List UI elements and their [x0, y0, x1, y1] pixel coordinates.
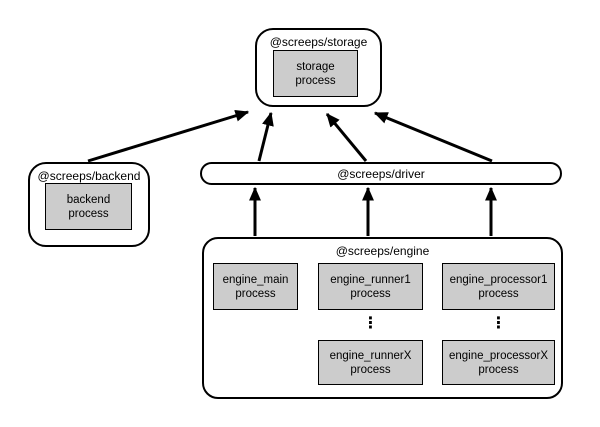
engine-runnerX-process-label: engine_runnerX process	[329, 349, 412, 376]
engine-runner1-process-box: engine_runner1 process	[318, 263, 423, 310]
runner-ellipsis: ⋮	[362, 315, 379, 332]
engine-processorX-process-box: engine_processorX process	[442, 340, 555, 385]
engine-runnerX-process-box: engine_runnerX process	[318, 340, 423, 385]
arrow-backend-to-storage	[87, 109, 250, 163]
backend-process-box: backend process	[45, 183, 132, 230]
storage-process-box: storage process	[273, 50, 358, 97]
storage-node: @screeps/storage storage process	[255, 28, 382, 107]
arrow-driver-to-storage-mid	[325, 113, 368, 162]
processor-ellipsis: ⋮	[490, 315, 507, 332]
engine-node: @screeps/engine engine_main process engi…	[202, 237, 563, 399]
engine-processor1-process-box: engine_processor1 process	[442, 263, 555, 310]
driver-title-wrap: @screeps/driver	[202, 164, 560, 183]
driver-title: @screeps/driver	[337, 166, 425, 181]
engine-processor1-process-label: engine_processor1 process	[449, 273, 548, 300]
engine-main-process-box: engine_main process	[213, 263, 298, 310]
engine-processorX-process-label: engine_processorX process	[448, 349, 549, 376]
arrow-driver-to-storage-left	[257, 111, 274, 162]
backend-title: @screeps/backend	[37, 169, 141, 183]
arrow-driver-to-storage-right	[373, 111, 493, 163]
storage-title: @screeps/storage	[269, 35, 368, 49]
backend-process-label: backend process	[66, 193, 111, 220]
engine-runner1-process-label: engine_runner1 process	[330, 273, 411, 300]
backend-node: @screeps/backend backend process	[28, 162, 150, 247]
storage-process-label: storage process	[295, 60, 336, 87]
driver-node: @screeps/driver	[200, 162, 562, 185]
engine-title: @screeps/engine	[335, 244, 430, 258]
engine-main-process-label: engine_main process	[222, 273, 289, 300]
